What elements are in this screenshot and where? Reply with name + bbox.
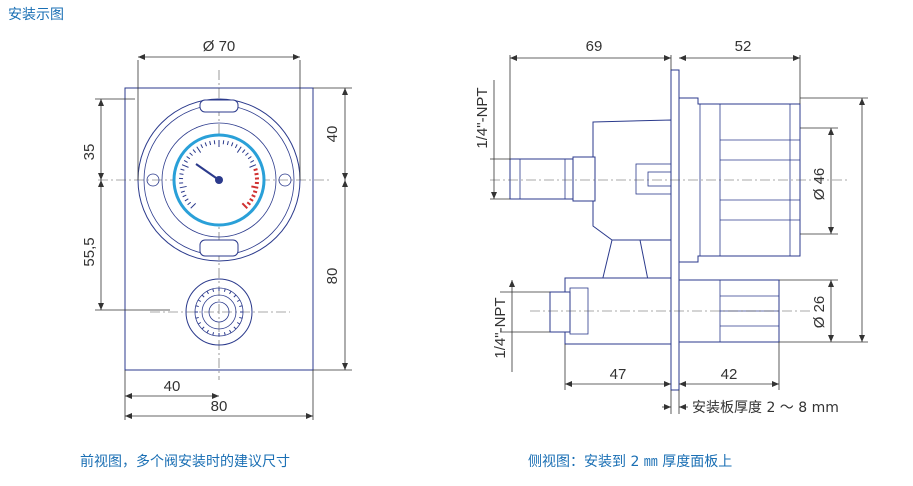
gauge-tick: [187, 201, 192, 206]
dim-side-bottom-right: 42: [721, 366, 738, 383]
fitting-tick: [229, 290, 232, 295]
fitting-tick: [236, 299, 241, 302]
fitting-tick: [212, 288, 215, 292]
front-view-caption: 前视图，多个阀安装时的建议尺寸: [80, 454, 290, 470]
gauge-ticks: [179, 140, 260, 209]
gauge-tick: [179, 185, 187, 189]
fitting-tick: [195, 316, 199, 319]
fitting-tick: [233, 294, 237, 298]
lower-fitting-inner: [201, 294, 237, 330]
gauge-tick: [245, 152, 249, 156]
gauge-tick: [184, 198, 189, 202]
gauge-tick: [204, 142, 208, 147]
dim-side-top-left: 69: [586, 38, 603, 55]
lower-body: [564, 277, 672, 345]
gauge-tick: [179, 173, 184, 175]
gauge-tick: [230, 142, 234, 147]
fitting-tick: [197, 322, 202, 325]
gauge-tick: [181, 164, 189, 168]
gauge-tick: [190, 202, 197, 209]
gauge-tick: [192, 149, 197, 153]
lower-port-fitting: [549, 291, 571, 333]
dim-left-lower: 55,5: [81, 237, 98, 266]
dim-port-lower: 1/4"-NPT: [492, 297, 509, 358]
gauge-tick: [182, 194, 187, 198]
dim-side-top-right: 52: [735, 38, 752, 55]
dim-right-upper: 40: [324, 126, 341, 143]
dim-left-upper: 35: [81, 144, 98, 161]
gauge-tick: [241, 202, 248, 209]
gauge-tick: [234, 144, 238, 149]
fitting-tick: [197, 299, 202, 302]
dim-bottom-inner: 40: [164, 378, 181, 395]
gauge-tick: [250, 160, 255, 163]
mount-hole-left: [146, 173, 160, 187]
gauge-tick: [247, 156, 252, 160]
gauge-tick: [196, 146, 202, 153]
lower-fitting-core: [208, 301, 230, 323]
gauge-tick: [183, 160, 188, 163]
gauge-tick: [241, 149, 246, 153]
upper-port-fitting: [509, 158, 574, 200]
gauge-needle: [195, 163, 220, 181]
fitting-tick: [229, 329, 232, 334]
dim-top-diameter: Ø 70: [203, 38, 236, 55]
dim-side-right-lower: Ø 26: [811, 296, 828, 329]
gauge-tick: [226, 140, 229, 146]
dim-right-lower: 80: [324, 268, 341, 285]
dim-bottom-outer: 80: [211, 398, 228, 415]
fitting-tick: [239, 316, 243, 319]
fitting-tick: [206, 290, 209, 295]
dim-side-right-upper: Ø 46: [811, 168, 828, 201]
fitting-tick: [223, 288, 226, 292]
page-title: 安装示图: [8, 7, 64, 23]
gauge-tick: [251, 194, 256, 198]
dim-port-upper: 1/4"-NPT: [474, 87, 491, 148]
gauge-tick: [249, 164, 257, 168]
gauge-tick: [180, 168, 185, 171]
side-view-caption: 侧视图：安装到 2 ㎜ 厚度面板上: [528, 454, 733, 470]
gauge-body: [678, 97, 801, 263]
fitting-tick: [201, 326, 205, 330]
gauge-tick: [186, 156, 191, 160]
gauge-tick: [251, 185, 259, 189]
dim-side-bottom-left: 47: [610, 366, 627, 383]
gauge-tick: [249, 197, 254, 202]
fitting-tick: [195, 305, 199, 308]
fitting-tick: [233, 326, 237, 330]
gauge-tick: [200, 144, 204, 149]
upper-port-nut: [572, 156, 596, 202]
gauge-tick: [254, 172, 259, 176]
front-view: Ø 70 35 55,5 40 80 40 80: [81, 38, 352, 420]
top-lug: [199, 99, 239, 113]
gauge-tick: [253, 168, 258, 172]
gauge-tick: [180, 190, 185, 193]
fitting-tick: [201, 294, 205, 298]
fitting-tick: [212, 332, 215, 336]
gauge-tick: [246, 201, 252, 206]
gauge-tick: [189, 152, 193, 156]
side-view: 69 52 Ø 46 Ø 26 1/4"-NPT 1/4"-NPT 47 42: [474, 38, 868, 416]
mounting-panel: [670, 69, 680, 391]
panel-thickness-note: 安装板厚度 2 ～ 8 mm: [692, 400, 839, 416]
bottom-lug: [199, 239, 239, 257]
fitting-tick: [206, 329, 209, 334]
fitting-tick: [223, 332, 226, 336]
gauge-tick: [236, 146, 242, 153]
regulator-body-left: [592, 119, 672, 241]
gauge-housing: [161, 122, 277, 238]
fitting-tick: [239, 305, 243, 308]
fitting-ticks: [195, 288, 243, 336]
gauge-tick: [252, 190, 258, 194]
mount-hole-right: [278, 173, 292, 187]
fitting-tick: [236, 322, 241, 325]
gauge-tick: [209, 140, 212, 146]
lower-fitting-outer: [185, 278, 253, 346]
